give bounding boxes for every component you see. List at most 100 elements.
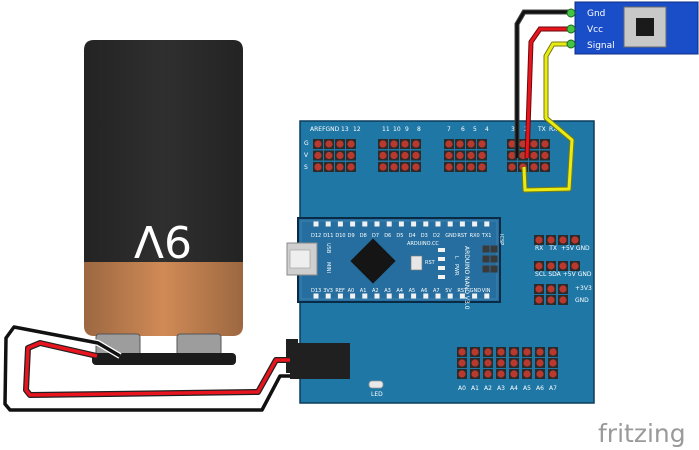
nano-pin[interactable] [313, 221, 319, 227]
header-pin[interactable] [336, 163, 344, 171]
nano-pin[interactable] [484, 293, 490, 299]
header-pin[interactable] [484, 359, 492, 367]
header-pin[interactable] [471, 348, 479, 356]
header-pin[interactable] [347, 163, 355, 171]
header-pin[interactable] [412, 151, 420, 160]
header-pin[interactable] [523, 348, 531, 356]
header-pin[interactable] [412, 140, 420, 148]
header-pin[interactable] [458, 370, 466, 378]
header-pin[interactable] [547, 285, 555, 293]
header-pin[interactable] [571, 236, 579, 244]
nano-pin[interactable] [386, 293, 392, 299]
icsp-pin[interactable] [482, 255, 490, 263]
header-pin[interactable] [467, 151, 475, 160]
nano-pin[interactable] [374, 221, 380, 227]
header-pin[interactable] [347, 140, 355, 148]
header-pin[interactable] [325, 163, 333, 171]
header-pin[interactable] [510, 348, 518, 356]
icsp-pin[interactable] [490, 265, 498, 273]
nano-pin[interactable] [423, 221, 429, 227]
nano-pin[interactable] [398, 221, 404, 227]
header-pin[interactable] [445, 163, 453, 171]
header-pin[interactable] [325, 140, 333, 148]
header-pin[interactable] [519, 140, 527, 148]
nano-pin[interactable] [435, 221, 441, 227]
nano-pin[interactable] [459, 293, 465, 299]
header-pin[interactable] [390, 163, 398, 171]
header-pin[interactable] [535, 262, 543, 270]
header-pin[interactable] [559, 262, 567, 270]
header-pin[interactable] [314, 151, 322, 160]
icsp-pin[interactable] [482, 265, 490, 273]
header-pin[interactable] [535, 296, 543, 304]
header-pin[interactable] [471, 359, 479, 367]
header-pin[interactable] [379, 151, 387, 160]
header-pin[interactable] [549, 348, 557, 356]
sensor-pin-gnd[interactable] [566, 8, 576, 18]
nano-pin[interactable] [313, 293, 319, 299]
nano-pin[interactable] [362, 293, 368, 299]
nano-pin[interactable] [484, 221, 490, 227]
nano-pin[interactable] [374, 293, 380, 299]
header-pin[interactable] [535, 285, 543, 293]
sensor-pin-signal[interactable] [566, 39, 576, 49]
header-pin[interactable] [497, 348, 505, 356]
header-pin[interactable] [379, 140, 387, 148]
header-pin[interactable] [530, 163, 538, 171]
icsp-pin[interactable] [482, 245, 490, 253]
header-pin[interactable] [390, 140, 398, 148]
header-pin[interactable] [523, 359, 531, 367]
nano-pin[interactable] [423, 293, 429, 299]
header-pin[interactable] [401, 140, 409, 148]
header-pin[interactable] [508, 163, 516, 171]
nano-reset-button[interactable] [410, 255, 423, 271]
header-pin[interactable] [535, 236, 543, 244]
nano-pin[interactable] [472, 293, 478, 299]
nano-pin[interactable] [472, 221, 478, 227]
nano-pin[interactable] [337, 293, 343, 299]
header-pin[interactable] [484, 370, 492, 378]
nano-pin[interactable] [411, 221, 417, 227]
header-pin[interactable] [497, 370, 505, 378]
nano-pin[interactable] [350, 293, 356, 299]
header-pin[interactable] [559, 285, 567, 293]
nano-pin[interactable] [447, 293, 453, 299]
header-pin[interactable] [456, 163, 464, 171]
icsp-pin[interactable] [490, 245, 498, 253]
nano-pin[interactable] [386, 221, 392, 227]
header-pin[interactable] [549, 359, 557, 367]
header-pin[interactable] [530, 140, 538, 148]
header-pin[interactable] [467, 163, 475, 171]
nano-pin[interactable] [362, 221, 368, 227]
header-pin[interactable] [401, 163, 409, 171]
header-pin[interactable] [547, 262, 555, 270]
header-pin[interactable] [336, 140, 344, 148]
header-pin[interactable] [541, 151, 549, 160]
header-pin[interactable] [547, 236, 555, 244]
header-pin[interactable] [347, 151, 355, 160]
header-pin[interactable] [325, 151, 333, 160]
header-pin[interactable] [458, 359, 466, 367]
header-pin[interactable] [456, 140, 464, 148]
header-pin[interactable] [478, 163, 486, 171]
header-pin[interactable] [549, 370, 557, 378]
header-pin[interactable] [458, 348, 466, 356]
header-pin[interactable] [401, 151, 409, 160]
nano-pin[interactable] [398, 293, 404, 299]
header-pin[interactable] [530, 151, 538, 160]
header-pin[interactable] [445, 151, 453, 160]
header-pin[interactable] [445, 140, 453, 148]
header-pin[interactable] [536, 370, 544, 378]
nano-pin[interactable] [459, 221, 465, 227]
header-pin[interactable] [508, 140, 516, 148]
header-pin[interactable] [456, 151, 464, 160]
header-pin[interactable] [536, 348, 544, 356]
nano-pin[interactable] [411, 293, 417, 299]
nano-pin[interactable] [447, 221, 453, 227]
header-pin[interactable] [510, 359, 518, 367]
header-pin[interactable] [314, 140, 322, 148]
header-pin[interactable] [510, 370, 518, 378]
nano-pin[interactable] [325, 221, 331, 227]
header-pin[interactable] [314, 163, 322, 171]
header-pin[interactable] [497, 359, 505, 367]
